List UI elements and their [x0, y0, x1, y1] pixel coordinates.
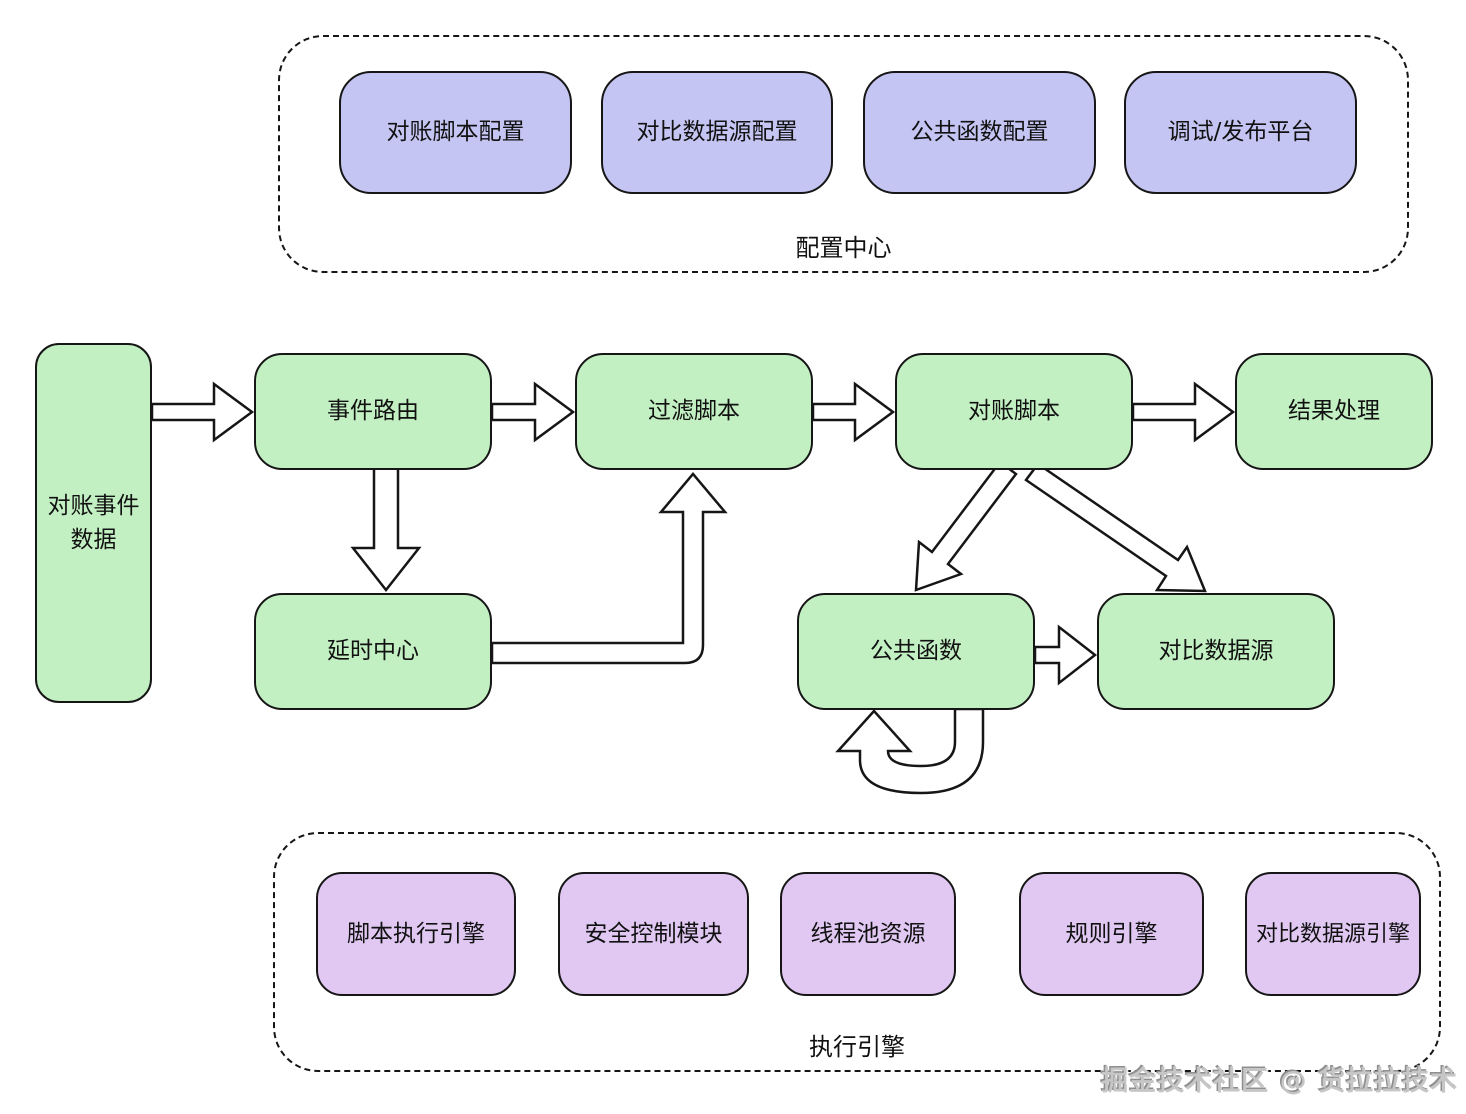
node-label: 对账脚本配置: [386, 119, 525, 146]
watermark-text: 掘金技术社区 @ 货拉拉技术: [1101, 1066, 1458, 1097]
node-result-handler: 结果处理: [1235, 353, 1433, 470]
node-label: 公共函数配置: [910, 119, 1049, 146]
node-script-execution-engine: 脚本执行引擎: [316, 872, 516, 996]
node-label: 公共函数: [870, 638, 962, 665]
arrow-common-function-self-loop: [835, 707, 985, 795]
config-center-group: 配置中心: [278, 35, 1409, 273]
node-comparison-datasource-config: 对比数据源配置: [601, 71, 833, 194]
node-label: 事件路由: [327, 398, 419, 425]
execution-engine-label: 执行引擎: [809, 1033, 905, 1061]
node-security-control-module: 安全控制模块: [558, 872, 749, 996]
node-event-router: 事件路由: [254, 353, 492, 470]
arrow-recon-script-to-common-function: [914, 460, 1018, 592]
node-comparison-datasource-engine: 对比数据源引擎: [1245, 872, 1421, 996]
node-label: 调试/发布平台: [1167, 119, 1314, 146]
node-rule-engine: 规则引擎: [1019, 872, 1204, 996]
arrow-source-to-event-router: [150, 381, 255, 443]
node-debug-publish-platform: 调试/发布平台: [1124, 71, 1357, 194]
arrow-event-router-to-filter-script: [490, 381, 576, 443]
node-thread-pool-resource: 线程池资源: [780, 872, 956, 996]
arrow-delay-center-to-filter-script: [490, 472, 728, 665]
node-reconciliation-script: 对账脚本: [895, 353, 1133, 470]
node-label: 对账事件数据: [47, 492, 140, 554]
node-filter-script: 过滤脚本: [575, 353, 813, 470]
node-delay-center: 延时中心: [254, 593, 492, 710]
node-label: 线程池资源: [810, 920, 926, 947]
execution-engine-group: 执行引擎: [273, 832, 1441, 1072]
node-label: 延时中心: [327, 638, 419, 665]
node-common-function-config: 公共函数配置: [863, 71, 1096, 194]
arrow-recon-script-to-comparison-datasource: [1024, 462, 1207, 593]
arrow-common-function-to-comparison-datasource: [1033, 624, 1098, 686]
node-label: 对比数据源: [1158, 638, 1274, 665]
node-label: 安全控制模块: [584, 920, 723, 947]
node-label: 结果处理: [1288, 398, 1380, 425]
arrow-recon-script-to-result: [1131, 381, 1236, 443]
node-label: 过滤脚本: [648, 398, 740, 425]
node-label: 对比数据源引擎: [1255, 921, 1410, 947]
arrow-filter-script-to-recon-script: [811, 381, 896, 443]
node-comparison-datasource: 对比数据源: [1097, 593, 1335, 710]
node-reconciliation-event-data: 对账事件数据: [35, 343, 152, 703]
arrow-event-router-to-delay-center: [350, 464, 422, 593]
node-common-function: 公共函数: [797, 593, 1035, 710]
node-label: 对账脚本: [968, 398, 1060, 425]
node-label: 规则引擎: [1065, 920, 1158, 947]
config-center-label: 配置中心: [795, 234, 892, 262]
node-label: 对比数据源配置: [636, 119, 798, 146]
node-reconciliation-script-config: 对账脚本配置: [339, 71, 572, 194]
node-label: 脚本执行引擎: [347, 920, 485, 947]
